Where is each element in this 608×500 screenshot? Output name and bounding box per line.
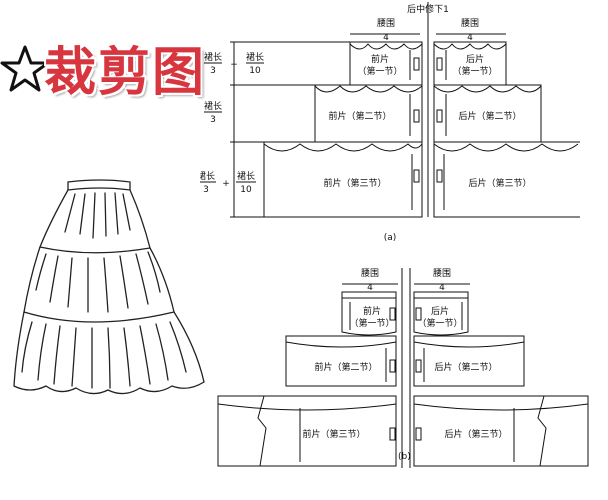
tier3-front-piece-a [263, 141, 423, 218]
waist-label-left-a: 腰围 [377, 18, 395, 29]
tier3-front-piece-b [217, 395, 397, 467]
tier1-front-piece-b [341, 291, 397, 336]
waist-frac-left-a: 4 [383, 33, 389, 43]
dim3-op: + [222, 179, 230, 189]
tier2-back-label-b: 后片（第二节） [434, 361, 497, 373]
tier2-back-label-a: 后片（第二节） [458, 110, 521, 122]
tier3-back-label-b: 后片（第三节） [444, 428, 507, 440]
star-outline-icon [0, 45, 50, 92]
tier2-front-piece-b [285, 335, 397, 387]
dim1-den1: 3 [210, 66, 216, 76]
dim3-num1: 裙长 [200, 170, 215, 182]
dim1-op: − [230, 60, 238, 70]
tier1-back-label-a: 后片 [466, 53, 484, 65]
tier2-front-label-a: 前片（第二节） [328, 110, 391, 122]
waist-label-left-b: 腰围 [361, 268, 379, 279]
tier3-front-label-b: 前片（第三节） [302, 428, 365, 440]
dim3-den2: 10 [240, 185, 252, 195]
dim2-den: 3 [210, 115, 216, 125]
title-block: 裁剪图 [0, 26, 230, 106]
waist-frac-right-a: 4 [467, 33, 473, 43]
tier1-back-label-b: 后片 [431, 305, 449, 317]
diagram-b: 腰围 腰围 4 4 前片 （第一节） 后片 （第一节） 前片（第二节） 后片（第… [217, 268, 589, 468]
page-title: 裁剪图 [44, 42, 207, 103]
tier3-back-label-a: 后片（第三节） [468, 177, 531, 189]
waist-label-right-a: 腰围 [461, 18, 479, 29]
tier1-back-piece-b [413, 291, 469, 336]
dim3-num2: 裙长 [237, 170, 255, 182]
dim1-den2: 10 [249, 66, 261, 76]
tier1-front-label-a: 前片 [371, 53, 389, 65]
diagram-b-label: (b) [398, 452, 411, 462]
tier2-back-piece-b [413, 335, 525, 387]
top-center-label-a: 后中修下1 [407, 3, 449, 15]
tier1-back-sub-a: （第一节） [452, 65, 497, 77]
tier2-front-label-b: 前片（第二节） [314, 361, 377, 373]
tier1-front-label-b: 前片 [363, 305, 381, 317]
skirt-illustration [13, 179, 205, 395]
waist-frac-left-b: 4 [367, 283, 373, 293]
waist-label-right-b: 腰围 [433, 268, 451, 279]
diagram-a-label: (a) [384, 233, 397, 242]
dim3-den1: 3 [203, 185, 209, 195]
waist-frac-right-b: 4 [439, 283, 445, 293]
tier1-front-sub-a: （第一节） [357, 65, 402, 77]
dim1-num1: 裙长 [204, 51, 222, 63]
dim2-num: 裙长 [204, 100, 222, 112]
dim1-num2: 裙长 [246, 51, 264, 63]
diagram-a: 后中修下1 腰围 腰围 4 4 裙长 3 − 裙长 10 裙长 3 裙长 3 +… [200, 2, 580, 242]
tier3-front-label-a: 前片（第三节） [323, 177, 386, 189]
tier3-back-piece-a [433, 141, 580, 218]
tier1-front-sub-b: （第一节） [349, 317, 394, 329]
tier3-back-piece-b [413, 395, 589, 467]
tier1-back-sub-b: （第一节） [417, 317, 462, 329]
